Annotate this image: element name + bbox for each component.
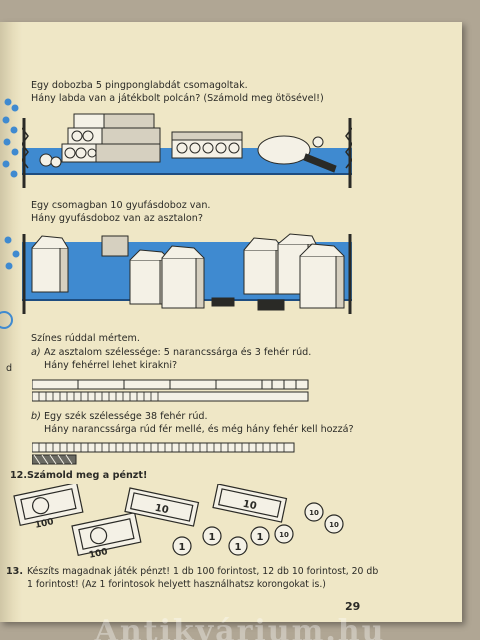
coin-1-d: [250, 526, 270, 546]
problem-12-number: 12.: [10, 470, 27, 481]
ball-box-stack: [61, 113, 161, 163]
banknote-10: [124, 487, 200, 527]
problem-13-line-2: 1 forintost! (Az 1 forintosok helyett ha…: [27, 579, 326, 590]
page-number: 29: [345, 600, 361, 613]
coin-10-b-label: 10: [329, 521, 339, 529]
ping-pong-paddle: [257, 135, 337, 173]
coin-1-c: [228, 536, 248, 556]
problem-3b-line-2: Hány narancssárga rúd fér mellé, és még …: [44, 424, 354, 435]
note-10-label: 10: [154, 503, 170, 517]
problem-3a-label: a): [31, 347, 41, 358]
problem-2-line-2: Hány gyufásdoboz van az asztalon?: [31, 213, 203, 224]
coin-1-b-label: 1: [209, 532, 216, 543]
coin-10-b: [324, 514, 344, 534]
coin-10-c-label: 10: [279, 531, 289, 539]
problem-12-text: Számold meg a pénzt!: [27, 470, 148, 481]
coin-10-c: [274, 524, 294, 544]
note-100-label: 100: [34, 517, 54, 531]
banknote-10-second: [212, 484, 288, 523]
matchbox-table-illustration: [22, 233, 352, 314]
toy-shelf-illustration: [22, 113, 352, 188]
problem-2-line-1: Egy csomagban 10 gyufásdoboz van.: [31, 200, 211, 211]
problem-3b-line-1: Egy szék szélessége 38 fehér rúd.: [44, 411, 208, 422]
open-ball-box: [171, 131, 243, 159]
margin-fragment-d: d: [6, 363, 13, 374]
coin-10-a: [304, 502, 324, 522]
watermark: Antikvárium.hu: [94, 616, 386, 640]
margin-ball-fragments: [0, 98, 20, 329]
coin-10-a-label: 10: [309, 509, 319, 517]
problem-3-intro: Színes rúddal mértem.: [31, 333, 140, 344]
problem-13-number: 13.: [6, 566, 23, 577]
problem-3a-line-2: Hány fehérrel lehet kirakni?: [44, 360, 178, 371]
problem-3b-label: b): [31, 411, 41, 422]
coin-1-a: [172, 536, 192, 556]
banknote-100-second: [71, 511, 142, 557]
note-10-second-label: 10: [242, 499, 258, 513]
banknote-100: [13, 484, 84, 527]
rod-measure-a: [32, 379, 309, 402]
money-illustration: 100 100 10 10 10 10 10 1 1 1 1: [13, 484, 344, 561]
rod-measure-b: [32, 442, 295, 465]
coin-1-c-label: 1: [235, 542, 242, 553]
problem-13-line-1: Készíts magadnak játék pénzt! 1 db 100 f…: [27, 566, 379, 577]
problem-3a-line-1: Az asztalom szélessége: 5 narancssárga é…: [44, 347, 312, 358]
problem-1-line-1: Egy dobozba 5 pingponglabdát csomagoltak…: [31, 80, 248, 91]
coin-1-d-label: 1: [257, 532, 264, 543]
coin-1-a-label: 1: [179, 542, 186, 553]
problem-1-line-2: Hány labda van a játékbolt polcán? (Szám…: [31, 93, 324, 104]
note-100-second-label: 100: [88, 547, 108, 561]
coin-1-b: [202, 526, 222, 546]
